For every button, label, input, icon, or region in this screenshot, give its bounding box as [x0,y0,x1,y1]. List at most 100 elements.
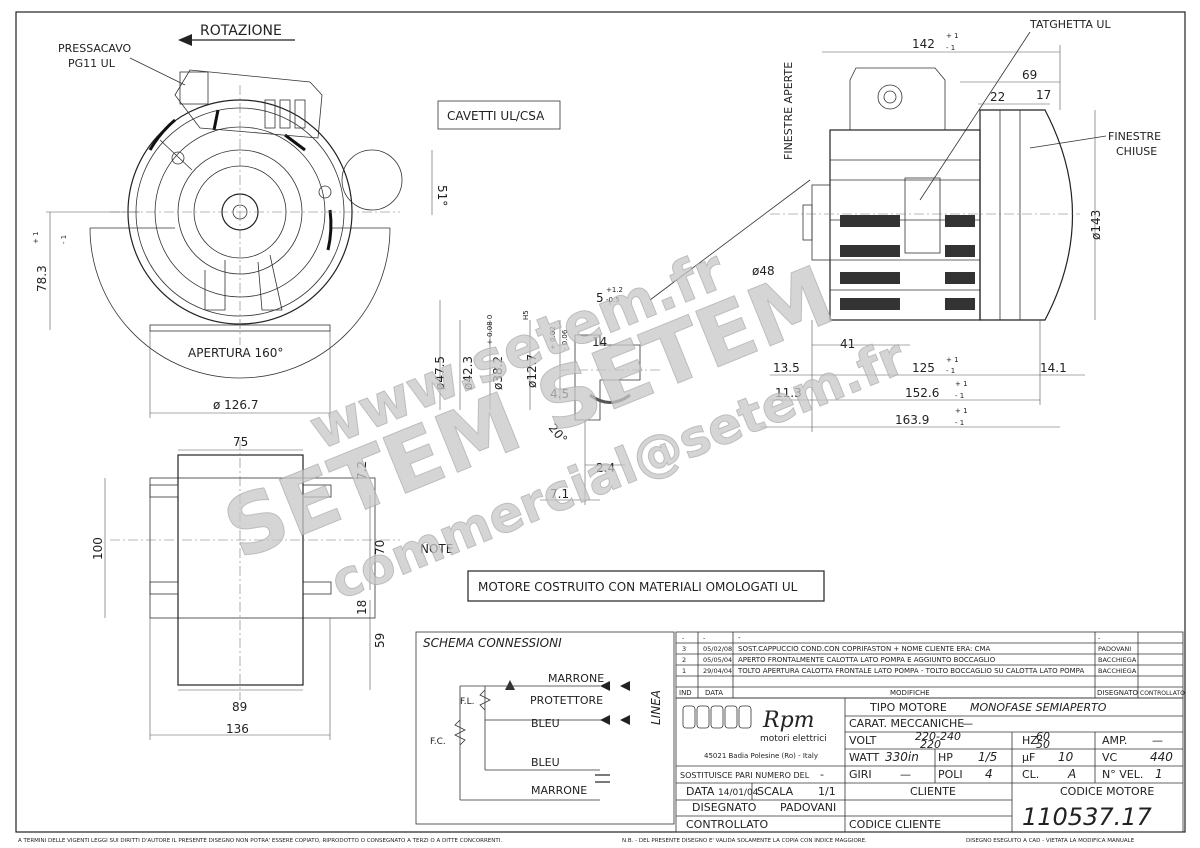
dim-136: 136 [226,722,249,736]
logo-address: 45021 Badia Polesine (Ro) - Italy [704,752,818,760]
giri-label: GIRI [849,768,872,781]
codice-motore-label: CODICE MOTORE [1060,785,1154,798]
codice-motore-value: 110537.17 [1022,803,1153,831]
revision-cell-drawn: - [1098,634,1101,642]
dim-5: 5 [596,291,604,305]
disegnato-label: DISEGNATO [692,801,757,814]
revision-cell-ind: - [682,634,685,642]
connection-scheme: SCHEMA CONNESSIONI MARRONE PROTETTORE F.… [415,631,675,825]
revision-cell-drawn: PADOVANI [1098,645,1131,653]
data-label: DATA [686,785,715,798]
controllato-label: CONTROLLATO [686,818,768,831]
volt-label: VOLT [849,734,877,747]
dim-142-tol-plus: + 1 [946,32,959,40]
revision-cell-text: APERTO FRONTALMENTE CALOTTA LATO POMPA E… [738,656,996,664]
dim-5-tol-minus: -0.5 [606,296,620,304]
hz-label: HZ [1022,734,1038,747]
revision-cell-ind: 3 [682,645,686,653]
revision-cell-date: 05/02/08 [703,645,732,653]
notes-title: NOTE [420,542,453,556]
cables-label: CAVETTI UL/CSA [447,109,545,123]
rotation-label: ROTAZIONE [200,23,282,39]
rev-header-date: DATA [705,689,723,697]
dim-d38-2: ø38.2 [491,356,505,390]
dim-d48: ø48 [752,264,775,278]
revision-cell-text: TOLTO APERTURA CALOTTA FRONTALE LATO POM… [737,667,1084,675]
rev-header-ind: IND [679,689,692,697]
revision-cell-drawn: BACCHIEGA [1098,656,1137,664]
poli-label: POLI [938,768,963,781]
plate-label: TATGHETTA UL [1029,18,1111,31]
schema-blu-2: BLEU [531,756,560,769]
cable-gland-label: PRESSACAVO [58,42,132,55]
logo-sub: motori elettrici [760,734,827,744]
dim-41: 41 [840,337,855,351]
dim-142: 142 [912,37,935,51]
dim-69: 69 [1022,68,1037,82]
revision-cell-ind: 1 [682,667,686,675]
disegnato-value: PADOVANI [780,801,836,814]
schema-blu-1: BLEU [531,717,560,730]
uf-value: 10 [1058,750,1074,764]
dim-14-1: 14.1 [1040,361,1067,375]
dim-22: 22 [990,90,1005,104]
rev-header-drawn: DISEGNATO [1097,689,1139,697]
tipo-motore-label: TIPO MOTORE [869,701,947,714]
dim-125-tol-plus: + 1 [946,356,959,364]
dim-0-06: - 0.06 [561,329,569,350]
title-block: Rpm motori elettrici 45021 Badia Polesin… [675,697,1184,833]
dim-5-tol-plus: +1.2 [606,286,623,294]
cable-gland-size-label: PG11 UL [68,57,116,70]
sheet-border [15,11,1186,833]
nvel-label: N° VEL. [1102,768,1143,781]
hp-label: HP [938,751,953,764]
angle-51-label: 51° [435,185,449,206]
dim-7-1: 7.1 [550,487,569,501]
dim-78-3-tol-minus: - 1 [60,235,68,244]
tipo-motore-value: MONOFASE SEMIAPERTO [970,701,1107,714]
sostituisce-value: - [820,768,824,781]
data-value: 14/01/04 [718,788,759,798]
poli-value: 4 [985,767,993,781]
revision-cell-date: 05/05/04 [703,656,732,664]
schema-protettore: PROTETTORE [530,694,603,707]
hz-value-2: 50 [1036,738,1050,751]
dim-11-3: 11.3 [775,386,802,400]
closed-windows-label-1: FINESTRE [1108,130,1161,143]
dim-2-4: 2.4 [596,461,615,475]
volt-value-1: 220-240 [915,730,961,743]
dim-152-6-tol-plus: + 1 [955,380,968,388]
dim-d42-3: ø42.3 [461,356,475,390]
schema-fl: F.L. [460,697,474,707]
watt-label: WATT [849,751,879,764]
dim-152-6-tol-minus: - 1 [955,392,964,400]
closed-windows-label-2: CHIUSE [1116,145,1157,158]
dim-163-9: 163.9 [895,413,929,427]
opening-label: APERTURA 160° [188,346,283,360]
revision-cell-ind: 2 [682,656,686,664]
revision-cell-text: SOST.CAPPUCCIO COND.CON COPRIFASTON + NO… [738,645,991,653]
dim-17: 17 [1036,88,1051,102]
dim-d143: ø143 [1089,210,1103,240]
schema-marrone-top: MARRONE [548,672,604,685]
dim-d38-2-tol: + 0.08 0 [486,315,494,345]
cl-value: A [1067,767,1076,781]
carat-label: CARAT. MECCANICHE [849,717,964,730]
revision-cell-date: - [703,634,706,642]
notes-text: MOTORE COSTRUITO CON MATERIALI OMOLOGATI… [478,580,798,594]
scala-value: 1/1 [818,785,836,798]
volt-value-2: 220 [920,738,941,751]
vc-label: VC [1102,751,1118,764]
footer-left: A TERMINI DELLE VIGENTI LEGGI SUI DIRITT… [18,838,502,844]
dim-152-6: 152.6 [905,386,939,400]
schema-fc: F.C. [430,737,446,747]
schema-marrone-bottom: MARRONE [531,784,587,797]
logo-name: Rpm [762,708,815,733]
revision-cell-date: 29/04/04 [703,667,732,675]
dim-4-5: 4.5 [550,387,569,401]
dim-d126-7: ø 126.7 [213,398,259,412]
footer-middle: N.B. - DEL PRESENTE DISEGNO E' VALIDA SO… [622,838,867,844]
rev-header-check: CONTROLLATO [1140,690,1185,697]
cliente-label: CLIENTE [910,785,956,798]
